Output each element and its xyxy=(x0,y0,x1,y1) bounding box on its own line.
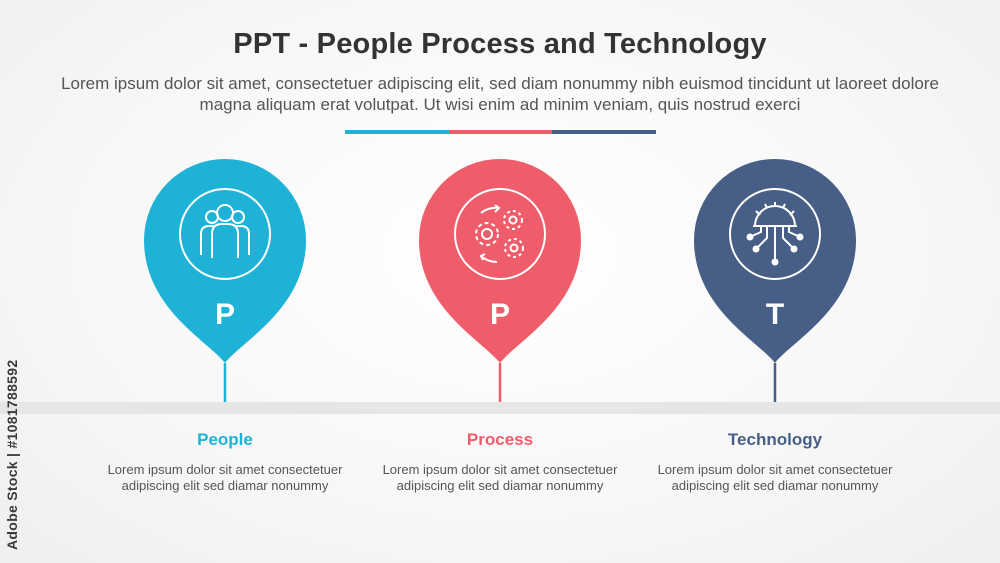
pin-shape xyxy=(144,159,306,363)
label-process: Process xyxy=(466,430,534,449)
timeline-ground xyxy=(0,402,1000,414)
title-underline-people xyxy=(345,130,449,134)
tech-circuit-gear-icon xyxy=(729,188,821,280)
label-people: People xyxy=(197,430,253,449)
label-technology: Technology xyxy=(727,430,823,449)
page-subtitle: Lorem ipsum dolor sit amet, consectetuer… xyxy=(61,74,939,114)
title-underline-process xyxy=(449,130,553,134)
pin-shape xyxy=(419,159,581,363)
pin-people: P xyxy=(144,158,306,404)
stock-credit: Adobe Stock | #1081788592 xyxy=(4,318,30,550)
gears-process-icon xyxy=(454,188,546,280)
pin-technology: T xyxy=(694,158,856,404)
description-people: Lorem ipsum dolor sit amet consectetuer … xyxy=(107,462,343,493)
pin-letter: T xyxy=(765,298,785,331)
description-process: Lorem ipsum dolor sit amet consectetuer … xyxy=(382,462,618,493)
title-underline-technology xyxy=(552,130,656,134)
description-technology: Lorem ipsum dolor sit amet consectetuer … xyxy=(657,462,893,493)
pin-letter: P xyxy=(489,298,510,331)
people-group-icon xyxy=(179,188,271,280)
pin-process: P xyxy=(419,158,581,404)
pin-letter: P xyxy=(214,298,235,331)
stock-credit-text: Adobe Stock | #1081788592 xyxy=(4,359,20,550)
page-title: PPT - People Process and Technology xyxy=(233,28,767,60)
